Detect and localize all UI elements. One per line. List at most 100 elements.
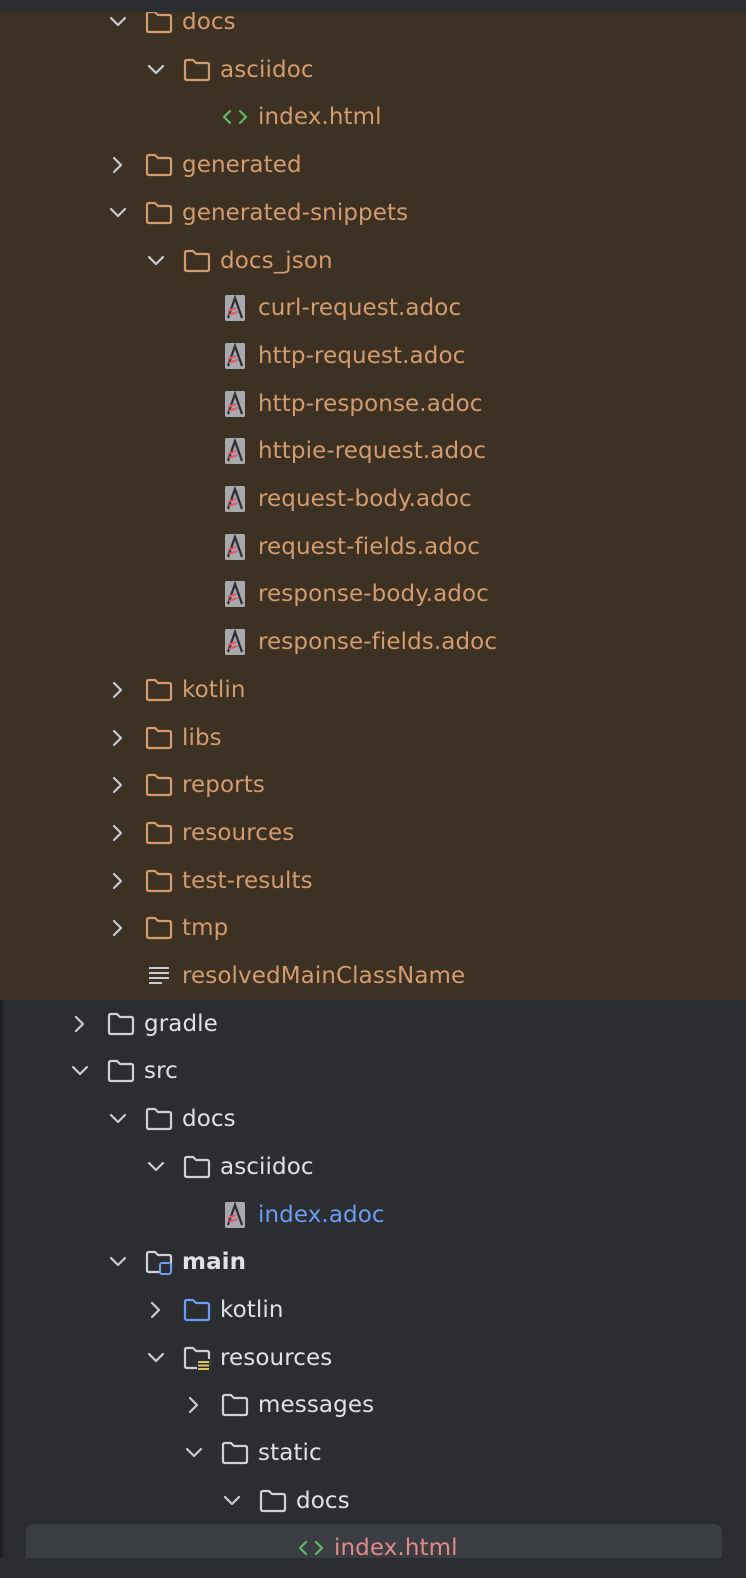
tree-item-label: reports xyxy=(182,772,265,799)
tree-item-static[interactable]: static xyxy=(0,1429,746,1477)
chevron-down-icon[interactable] xyxy=(68,1059,92,1083)
tree-item-label: asciidoc xyxy=(220,1153,314,1180)
tree-item-label: request-fields.adoc xyxy=(258,533,480,560)
chevron-right-icon[interactable] xyxy=(106,726,130,750)
tree-item-response-body-adoc[interactable]: response-body.adoc xyxy=(0,570,746,619)
tree-item-label: resources xyxy=(220,1344,333,1371)
tree-item-label: index.html xyxy=(334,1535,458,1562)
folder-icon xyxy=(144,676,174,704)
text-file-icon xyxy=(144,962,174,990)
tree-item-request-fields-adoc[interactable]: request-fields.adoc xyxy=(0,522,746,571)
chevron-right-icon[interactable] xyxy=(106,153,130,177)
folder-icon xyxy=(220,1391,250,1419)
chevron-right-icon[interactable] xyxy=(182,1393,206,1417)
tree-item-label: gradle xyxy=(144,1010,218,1037)
tree-item-kotlin[interactable]: kotlin xyxy=(0,1286,746,1334)
chevron-right-icon[interactable] xyxy=(106,773,130,797)
tree-item-docs[interactable]: docs xyxy=(0,1095,746,1143)
tree-item-label: curl-request.adoc xyxy=(258,295,462,322)
asciidoc-file-icon xyxy=(220,1201,250,1229)
tree-item-reports[interactable]: reports xyxy=(0,761,746,810)
tree-item-curl-request-adoc[interactable]: curl-request.adoc xyxy=(0,284,746,333)
folder-icon xyxy=(220,1439,250,1467)
folder-icon xyxy=(258,1487,288,1515)
tree-item-label: docs xyxy=(182,1106,236,1133)
tree-item-label: generated xyxy=(182,152,302,179)
tree-item-label: http-response.adoc xyxy=(258,390,483,417)
asciidoc-file-icon xyxy=(220,294,250,322)
folder-icon xyxy=(144,199,174,227)
tree-item-label: httpie-request.adoc xyxy=(258,438,487,465)
folder-icon xyxy=(106,1010,136,1038)
chevron-down-icon[interactable] xyxy=(106,201,130,225)
chevron-down-icon[interactable] xyxy=(106,1250,130,1274)
tree-item-main[interactable]: main xyxy=(0,1238,746,1286)
folder-icon xyxy=(144,914,174,942)
tree-item-messages[interactable]: messages xyxy=(0,1381,746,1429)
tree-item-resources[interactable]: resources xyxy=(0,808,746,857)
tree-item-http-response-adoc[interactable]: http-response.adoc xyxy=(0,379,746,428)
tree-item-generated-snippets[interactable]: generated-snippets xyxy=(0,188,746,237)
chevron-down-icon[interactable] xyxy=(144,249,168,273)
tree-item-label: docs xyxy=(296,1487,350,1514)
tree-item-httpie-request-adoc[interactable]: httpie-request.adoc xyxy=(0,427,746,476)
tree-item-label: index.html xyxy=(258,104,382,131)
chevron-right-icon[interactable] xyxy=(144,1298,168,1322)
html-file-icon xyxy=(220,103,250,131)
tree-item-label: docs_json xyxy=(220,247,333,274)
tree-item-label: response-fields.adoc xyxy=(258,629,498,656)
chevron-right-icon[interactable] xyxy=(106,869,130,893)
tree-item-src[interactable]: src xyxy=(0,1047,746,1095)
chevron-down-icon[interactable] xyxy=(182,1441,206,1465)
folder-icon xyxy=(144,867,174,895)
folder-icon xyxy=(144,771,174,799)
tree-item-label: request-body.adoc xyxy=(258,486,472,512)
tree-item-label: response-body.adoc xyxy=(258,581,489,608)
tree-item-resources[interactable]: resources xyxy=(0,1334,746,1382)
folder-icon xyxy=(144,724,174,752)
tree-item-http-request-adoc[interactable]: http-request.adoc xyxy=(0,331,746,380)
tree-item-index-adoc[interactable]: index.adoc xyxy=(0,1191,746,1239)
tree-item-response-fields-adoc[interactable]: response-fields.adoc xyxy=(0,618,746,667)
tree-item-gradle[interactable]: gradle xyxy=(0,1000,746,1048)
tree-item-label: kotlin xyxy=(220,1296,284,1323)
tree-item-libs[interactable]: libs xyxy=(0,713,746,762)
folder-icon xyxy=(182,56,212,84)
chevron-right-icon[interactable] xyxy=(68,1012,92,1036)
chevron-down-icon[interactable] xyxy=(106,10,130,34)
chevron-down-icon[interactable] xyxy=(106,1107,130,1131)
chevron-down-icon[interactable] xyxy=(144,1155,168,1179)
tree-top-edge xyxy=(0,0,746,12)
chevron-down-icon[interactable] xyxy=(144,1346,168,1370)
folder-icon xyxy=(106,1057,136,1085)
tree-item-label: tmp xyxy=(182,915,229,942)
tree-item-docs[interactable]: docs xyxy=(0,1477,746,1525)
tree-item-label: asciidoc xyxy=(220,56,314,83)
chevron-right-icon[interactable] xyxy=(106,678,130,702)
tree-item-docs-json[interactable]: docs_json xyxy=(0,236,746,285)
tree-item-generated[interactable]: generated xyxy=(0,141,746,190)
asciidoc-file-icon xyxy=(220,390,250,418)
asciidoc-file-icon xyxy=(220,580,250,608)
source-folder-icon xyxy=(182,1296,212,1324)
tree-item-resolvedmainclassname[interactable]: resolvedMainClassName xyxy=(0,952,746,1000)
asciidoc-file-icon xyxy=(220,437,250,465)
tree-item-index-html[interactable]: index.html xyxy=(0,93,746,142)
tree-item-asciidoc[interactable]: asciidoc xyxy=(0,45,746,94)
chevron-right-icon[interactable] xyxy=(106,916,130,940)
folder-icon xyxy=(144,151,174,179)
tree-item-kotlin[interactable]: kotlin xyxy=(0,665,746,714)
folder-icon xyxy=(144,1105,174,1133)
tree-item-label: kotlin xyxy=(182,676,246,703)
chevron-down-icon[interactable] xyxy=(220,1489,244,1513)
tree-item-label: index.adoc xyxy=(258,1201,385,1228)
tree-item-tmp[interactable]: tmp xyxy=(0,904,746,953)
tree-item-test-results[interactable]: test-results xyxy=(0,856,746,905)
asciidoc-file-icon xyxy=(220,628,250,656)
chevron-right-icon[interactable] xyxy=(106,821,130,845)
tree-item-request-body-adoc[interactable]: request-body.adoc xyxy=(0,475,746,523)
tree-item-asciidoc[interactable]: asciidoc xyxy=(0,1143,746,1191)
resources-folder-icon xyxy=(182,1344,212,1372)
chevron-down-icon[interactable] xyxy=(144,58,168,82)
